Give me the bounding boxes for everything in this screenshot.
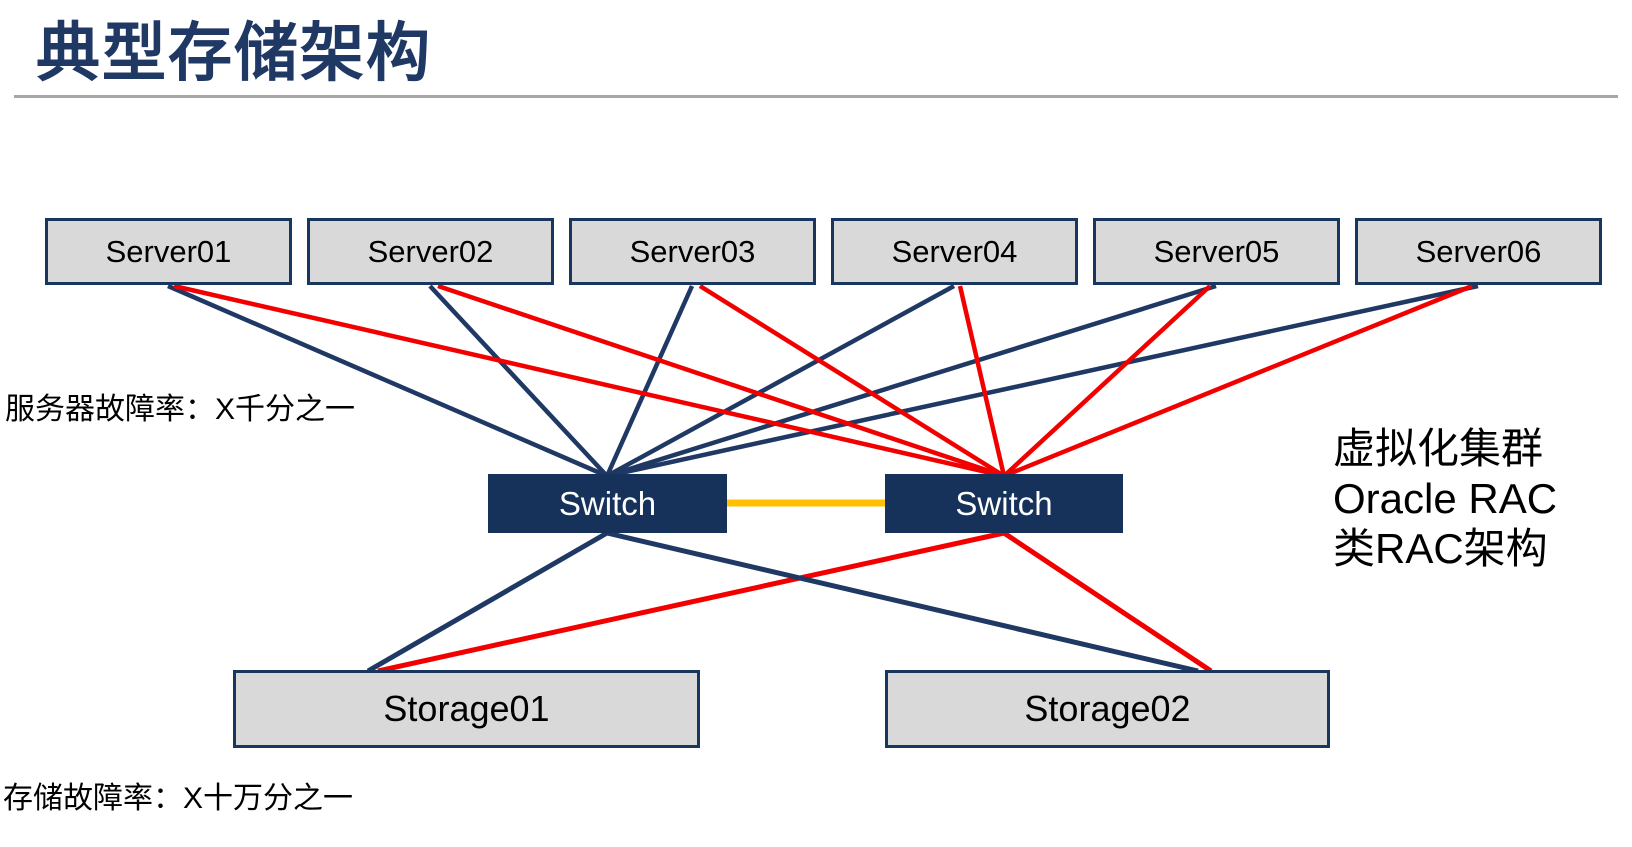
- link-server3-switch-left: [604, 285, 695, 477]
- server-node-6: Server06: [1355, 218, 1602, 285]
- link-server3-switch-right: [698, 284, 1006, 478]
- storage-failure-rate-label: 存储故障率：X十万分之一: [3, 782, 354, 815]
- link-server4-switch-right: [957, 285, 1007, 477]
- server-node-2: Server02: [307, 218, 554, 285]
- link-switch-right-storage2: [1002, 530, 1213, 674]
- link-server5-switch-right: [1002, 284, 1212, 478]
- link-server6-switch-right: [1003, 283, 1473, 479]
- link-server4-switch-left: [605, 284, 956, 478]
- link-server6-switch-left: [606, 283, 1479, 479]
- annotation-line-1: 虚拟化集群: [1333, 425, 1544, 472]
- server-failure-rate-label: 服务器故障率：X千分之一: [5, 393, 356, 426]
- server-node-5: Server05: [1093, 218, 1340, 285]
- server-node-3: Server03: [569, 218, 816, 285]
- server-node-1: Server01: [45, 218, 292, 285]
- storage-node-2: Storage02: [885, 670, 1330, 748]
- annotation-line-2: Oracle RAC: [1333, 475, 1558, 522]
- link-server2-switch-right: [437, 283, 1005, 479]
- link-server2-switch-left: [428, 284, 609, 478]
- link-server1-switch-left: [167, 283, 608, 479]
- link-switch-left-storage1: [366, 530, 609, 674]
- link-switch-left-storage2: [606, 530, 1199, 674]
- server-node-4: Server04: [831, 218, 1078, 285]
- slide-title: 典型存储架构: [36, 17, 432, 89]
- annotation-line-3: 类RAC架构: [1333, 525, 1548, 572]
- link-server5-switch-left: [606, 283, 1217, 479]
- switch-node-right: Switch: [885, 474, 1123, 533]
- title-divider: [14, 95, 1618, 98]
- cluster-annotation: 虚拟化集群 Oracle RAC 类RAC架构: [1333, 424, 1557, 574]
- switch-node-left: Switch: [488, 474, 727, 533]
- storage-node-1: Storage01: [233, 670, 700, 748]
- link-server1-switch-right: [173, 283, 1005, 479]
- link-switch-right-storage1: [377, 530, 1005, 674]
